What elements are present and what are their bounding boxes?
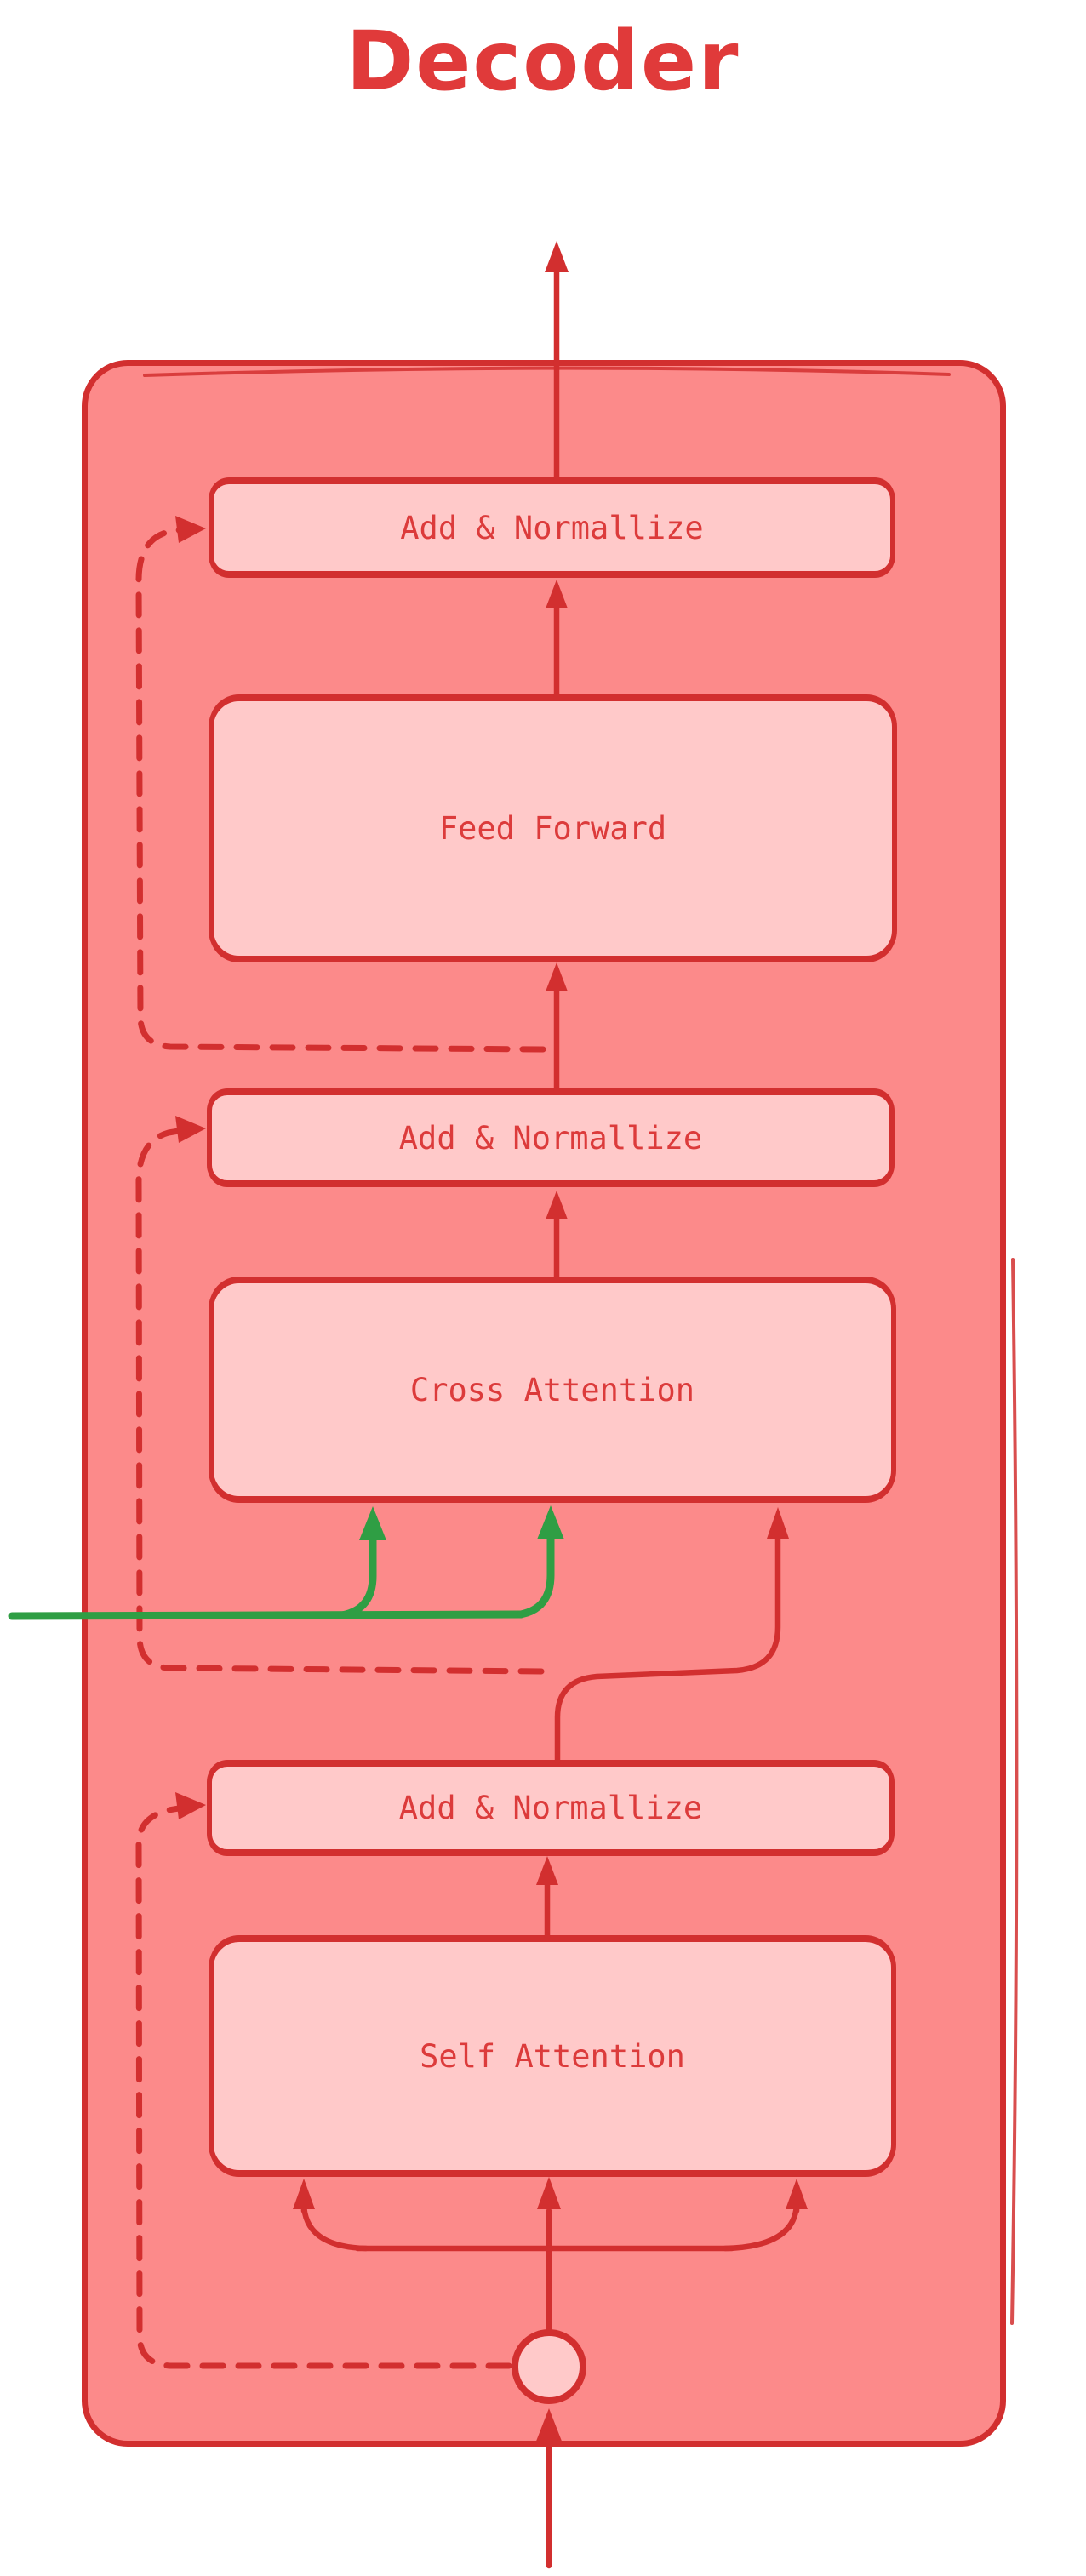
add-normalize-bottom-block: Add & Normallize bbox=[207, 1762, 895, 1854]
self-attention-block: Self Attention bbox=[209, 1937, 896, 2175]
add-normalize-top-label: Add & Normallize bbox=[400, 509, 704, 546]
diagram-title: Decoder bbox=[346, 14, 740, 109]
feed-forward-block: Feed Forward bbox=[209, 696, 897, 961]
add-normalize-bottom-label: Add & Normallize bbox=[398, 1790, 703, 1826]
feed-forward-label: Feed Forward bbox=[438, 810, 667, 847]
add-normalize-top-block: Add & Normallize bbox=[209, 479, 895, 576]
add-normalize-middle-label: Add & Normallize bbox=[398, 1119, 703, 1157]
cross-attention-label: Cross Attention bbox=[409, 1371, 695, 1408]
cross-attention-block: Cross Attention bbox=[209, 1278, 896, 1501]
add-normalize-middle-block: Add & Normallize bbox=[207, 1090, 895, 1185]
self-attention-label: Self Attention bbox=[420, 2037, 685, 2075]
